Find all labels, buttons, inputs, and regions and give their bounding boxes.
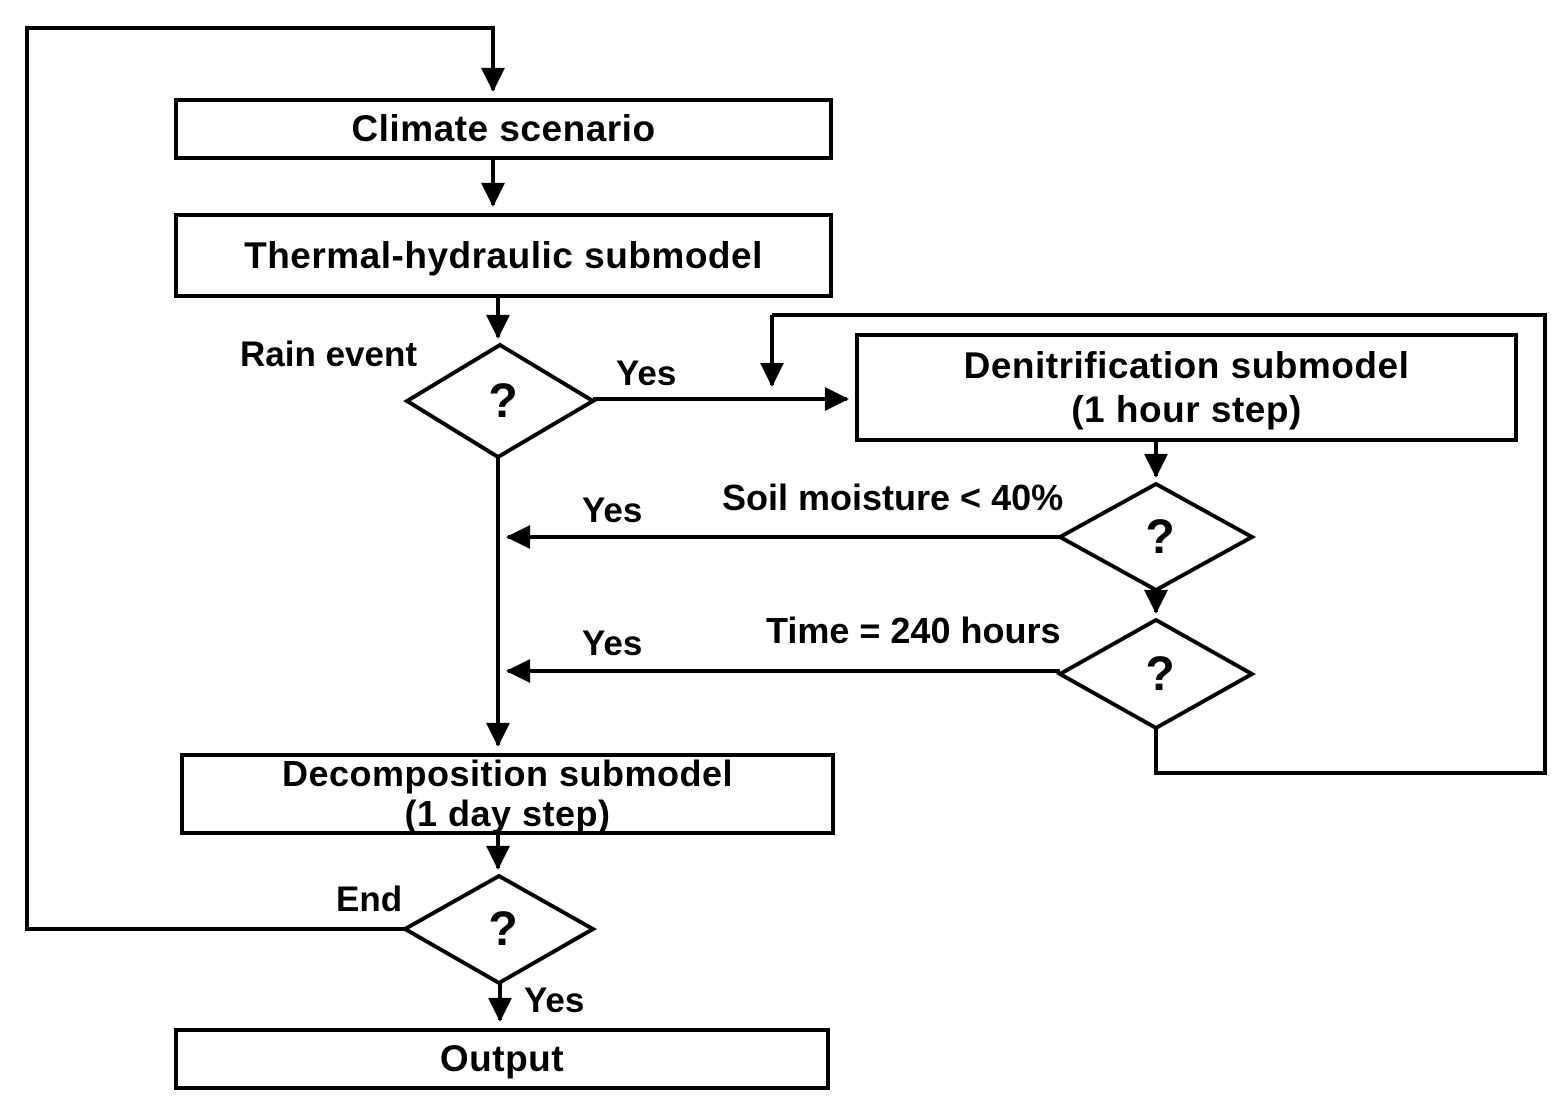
rain-yes-label: Yes (616, 354, 677, 393)
connector-time-loop-to-denitrification (772, 313, 1547, 775)
soil-moisture-condition-label: Soil moisture < 40% (722, 477, 1064, 518)
time-decision-diamond (1055, 617, 1257, 731)
end-decision-diamond (400, 873, 598, 986)
end-yes-label: Yes (524, 981, 585, 1020)
decomposition-submodel-box: Decomposition submodel (1 day step) (180, 753, 835, 835)
climate-scenario-label: Climate scenario (351, 108, 656, 150)
soil-yes-label: Yes (582, 491, 643, 530)
rain-event-label: Rain event (240, 335, 417, 374)
end-decision-question-mark: ? (488, 903, 518, 957)
decomposition-submodel-label-line2: (1 day step) (404, 793, 611, 834)
soil-moisture-decision-diamond (1055, 481, 1257, 593)
time-condition-label: Time = 240 hours (766, 610, 1061, 651)
thermal-hydraulic-submodel-box: Thermal-hydraulic submodel (174, 213, 833, 298)
output-box: Output (174, 1028, 830, 1090)
thermal-hydraulic-submodel-label: Thermal-hydraulic submodel (244, 234, 763, 276)
end-label: End (336, 880, 403, 919)
soil-decision-question-mark: ? (1145, 511, 1175, 565)
time-yes-label: Yes (582, 624, 643, 663)
connector-end-loop-to-climate (25, 26, 505, 931)
denitrification-submodel-label-line1: Denitrification submodel (963, 344, 1410, 386)
output-label: Output (439, 1038, 565, 1080)
climate-scenario-box: Climate scenario (174, 98, 833, 160)
rain-decision-diamond (403, 342, 597, 460)
denitrification-submodel-box: Denitrification submodel (1 hour step) (855, 333, 1518, 442)
time-decision-question-mark: ? (1145, 648, 1175, 702)
denitrification-submodel-label-line2: (1 hour step) (1071, 388, 1302, 430)
rain-decision-question-mark: ? (488, 375, 518, 429)
decomposition-submodel-label-line1: Decomposition submodel (281, 753, 734, 795)
